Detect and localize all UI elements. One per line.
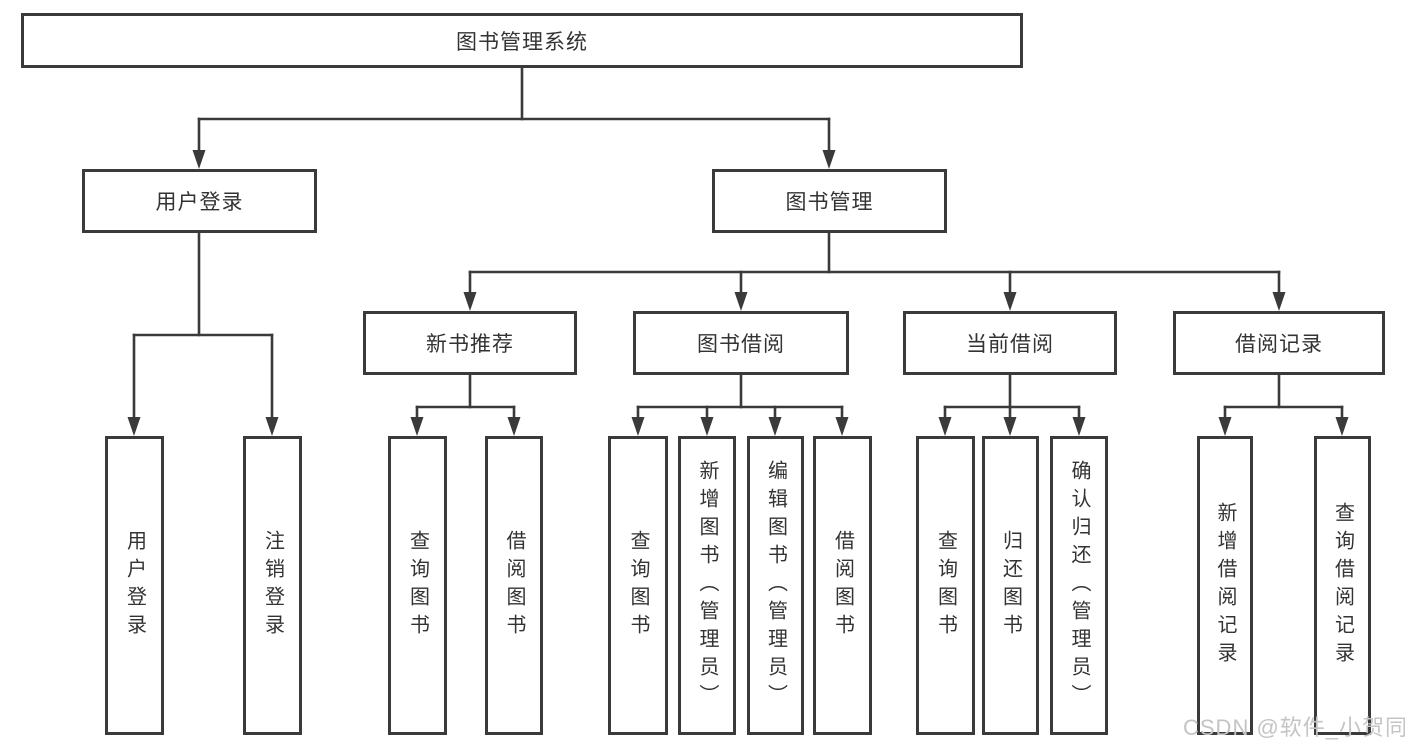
node-label: 新书推荐 bbox=[426, 333, 514, 356]
leaf-return-books: 归还图书 bbox=[982, 436, 1039, 735]
node-borrow-record: 借阅记录 bbox=[1173, 311, 1385, 375]
node-new-book-recommend: 新书推荐 bbox=[363, 311, 577, 375]
node-label: 借阅记录 bbox=[1235, 333, 1323, 356]
node-current-borrow: 当前借阅 bbox=[903, 311, 1117, 375]
leaf-query-borrow-record: 查询借阅记录 bbox=[1314, 436, 1371, 735]
leaf-logout: 注销登录 bbox=[243, 436, 302, 735]
node-label: 图书管理系统 bbox=[456, 30, 588, 54]
leaf-edit-books-admin: 编辑图书（管理员） bbox=[747, 436, 804, 735]
node-label: 图书借阅 bbox=[697, 333, 785, 356]
node-library-system: 图书管理系统 bbox=[21, 13, 1023, 68]
node-label: 用户登录 bbox=[155, 191, 244, 214]
leaf-user-login: 用户登录 bbox=[105, 436, 164, 735]
leaf-query-books-recommend: 查询图书 bbox=[388, 436, 447, 735]
node-book-borrow: 图书借阅 bbox=[633, 311, 849, 375]
leaf-borrow-books-recommend: 借阅图书 bbox=[485, 436, 543, 735]
node-book-management: 图书管理 bbox=[712, 169, 947, 233]
node-label: 图书管理 bbox=[785, 191, 874, 214]
leaf-add-borrow-record: 新增借阅记录 bbox=[1197, 436, 1253, 735]
watermark: CSDN @软件_小贺同学 bbox=[1183, 715, 1405, 740]
leaf-confirm-return-admin: 确认归还（管理员） bbox=[1050, 436, 1108, 735]
node-user-login: 用户登录 bbox=[82, 169, 317, 233]
leaf-query-books-current: 查询图书 bbox=[916, 436, 975, 735]
node-label: 当前借阅 bbox=[966, 333, 1054, 356]
leaf-add-books-admin: 新增图书（管理员） bbox=[678, 436, 736, 735]
leaf-query-books-borrow: 查询图书 bbox=[608, 436, 668, 735]
leaf-borrow-books: 借阅图书 bbox=[813, 436, 872, 735]
